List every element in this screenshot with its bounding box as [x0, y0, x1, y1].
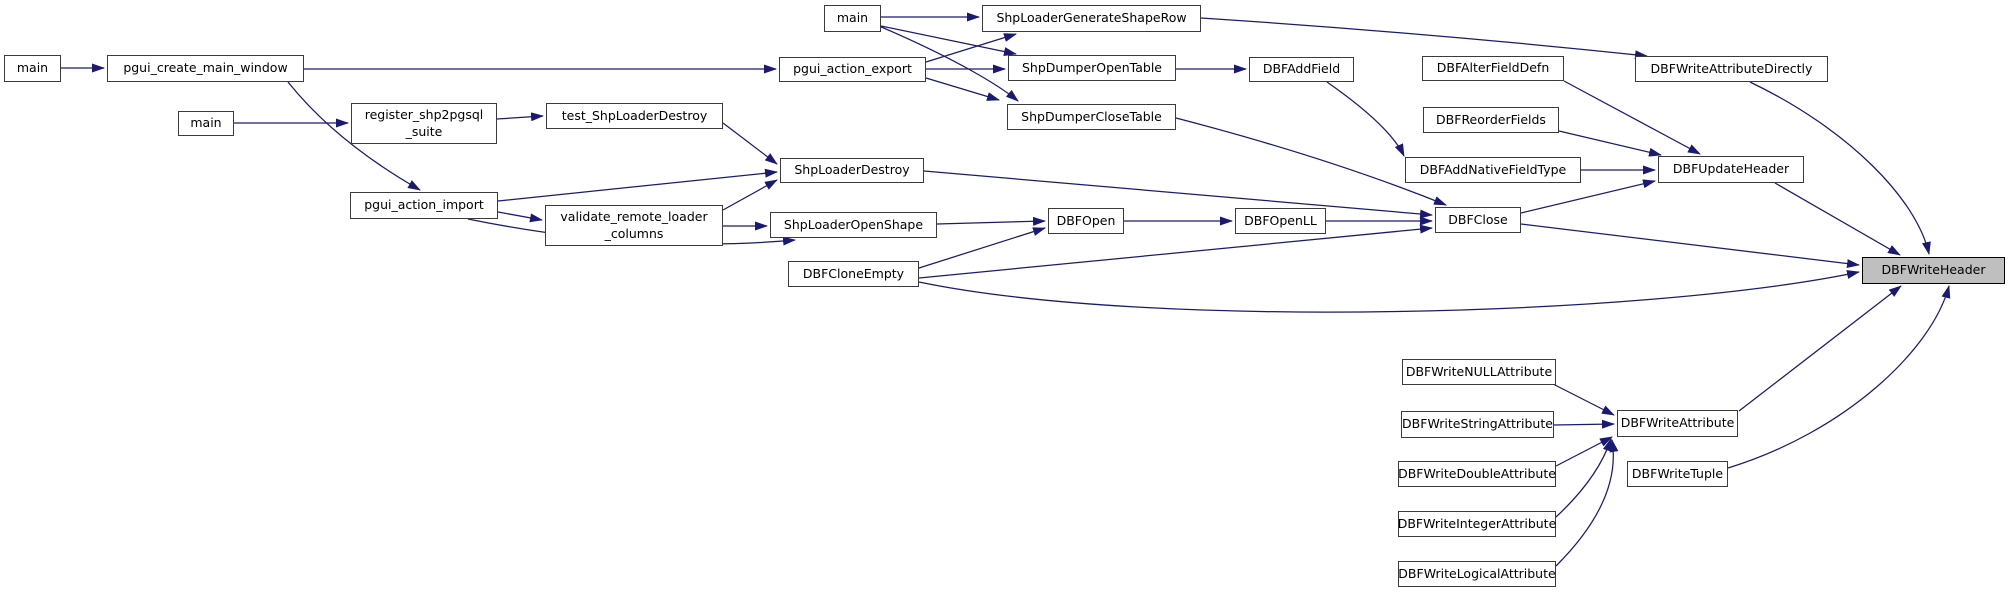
node-pgui-create-main-window[interactable]: pgui_create_main_window — [107, 55, 304, 82]
node-dbfwritedoubleattribute[interactable]: DBFWriteDoubleAttribute — [1398, 461, 1556, 487]
node-test-shploaderdestroy[interactable]: test_ShpLoaderDestroy — [546, 103, 723, 129]
edge-dbfcloneempty-to-dbfopen — [918, 227, 1046, 269]
edge-dbfcloneempty-to-dbfwriteheader — [918, 270, 1860, 313]
edge-dbfupdateheader-to-dbfwriteheader — [1774, 182, 1901, 256]
node-main-1[interactable]: main — [4, 55, 61, 82]
edge-dbfwriteattributedirectly-to-dbfwriteheader — [1749, 81, 1931, 255]
edge-pgui-action-import-to-validate-remote-loader-columns — [497, 211, 543, 223]
edge-dbfclose-to-dbfwriteheader — [1520, 223, 1860, 269]
node-dbfupdateheader[interactable]: DBFUpdateHeader — [1658, 156, 1804, 183]
edge-pgui-action-import-to-shploaderdestroy — [497, 168, 778, 202]
edge-validate-remote-loader-columns-to-shploaderdestroy — [722, 179, 778, 211]
node-dbfwritetuple[interactable]: DBFWriteTuple — [1627, 461, 1728, 487]
node-shploadergenerateshaperow[interactable]: ShpLoaderGenerateShapeRow — [982, 5, 1201, 32]
edge-group — [61, 12, 1951, 567]
node-shploaderdestroy[interactable]: ShpLoaderDestroy — [780, 158, 924, 183]
node-dbfopenll[interactable]: DBFOpenLL — [1235, 208, 1326, 234]
edge-dbfwriteintegerattribute-to-dbfwriteattribute — [1555, 438, 1612, 518]
edge-pgui-action-export-to-shpdumperclosetable — [925, 77, 1000, 101]
edge-dbfwritenullattribute-to-dbfwriteattribute — [1552, 383, 1615, 416]
edge-dbfwritestringattribute-to-dbfwriteattribute — [1553, 419, 1615, 429]
node-dbfaddfield[interactable]: DBFAddField — [1249, 57, 1354, 82]
edge-shploaderdestroy-to-dbfclose — [923, 170, 1433, 219]
node-dbfcloneempty[interactable]: DBFCloneEmpty — [788, 261, 919, 287]
edge-dbfalterfielddefn-to-dbfupdateheader — [1563, 80, 1701, 155]
edge-shploaderopenshape-to-dbfopen — [936, 216, 1046, 226]
edge-dbfclose-to-dbfupdateheader — [1520, 179, 1656, 214]
node-dbfwriteheader: DBFWriteHeader — [1862, 257, 2005, 284]
edge-dbfaddfield-to-dbfaddnativefieldtype — [1326, 81, 1405, 157]
edge-register-shp2pgsql-suite-to-test-shploaderdestroy — [496, 112, 544, 122]
node-dbfwriteintegerattribute[interactable]: DBFWriteIntegerAttribute — [1398, 511, 1556, 537]
node-dbfopen[interactable]: DBFOpen — [1048, 208, 1124, 234]
edge-dbfwritetuple-to-dbfwriteheader — [1727, 285, 1951, 469]
node-pgui-action-import[interactable]: pgui_action_import — [350, 192, 498, 219]
edge-dbfwritelogicalattribute-to-dbfwriteattribute — [1555, 439, 1619, 567]
node-dbfwritenullattribute[interactable]: DBFWriteNULLAttribute — [1402, 359, 1556, 385]
node-dbfalterfielddefn[interactable]: DBFAlterFieldDefn — [1422, 56, 1564, 81]
node-main-3[interactable]: main — [824, 5, 881, 32]
node-main-2[interactable]: main — [178, 111, 234, 136]
node-register-shp2pgsql-suite[interactable]: register_shp2pgsql _suite — [351, 103, 497, 144]
node-dbfwritelogicalattribute[interactable]: DBFWriteLogicalAttribute — [1398, 561, 1556, 587]
node-dbfaddnativefieldtype[interactable]: DBFAddNativeFieldType — [1405, 157, 1581, 183]
edge-dbfcloneempty-to-dbfclose — [918, 224, 1433, 279]
edge-dbfwritedoubleattribute-to-dbfwriteattribute — [1555, 436, 1613, 467]
edge-shpdumperclosetable-to-dbfclose — [1175, 117, 1447, 206]
node-dbfclose[interactable]: DBFClose — [1435, 207, 1521, 233]
edge-dbfwriteattribute-to-dbfwriteheader — [1738, 285, 1902, 412]
node-pgui-action-export[interactable]: pgui_action_export — [779, 57, 926, 82]
edge-test-shploaderdestroy-to-shploaderdestroy — [722, 122, 778, 165]
edge-shploadergenerateshaperow-to-dbfwriteattributedirectly — [1200, 17, 1648, 60]
node-dbfwriteattribute[interactable]: DBFWriteAttribute — [1617, 410, 1738, 437]
node-dbfreorderfields[interactable]: DBFReorderFields — [1423, 107, 1559, 133]
edge-main-3-to-shpdumperclosetable — [878, 25, 1019, 102]
edge-main-3-to-shpdumperopentable — [880, 25, 1017, 56]
node-shpdumperopentable[interactable]: ShpDumperOpenTable — [1008, 55, 1176, 81]
node-dbfwritestringattribute[interactable]: DBFWriteStringAttribute — [1401, 411, 1554, 438]
node-dbfwriteattributedirectly[interactable]: DBFWriteAttributeDirectly — [1635, 56, 1828, 82]
edge-pgui-create-main-window-to-pgui-action-import — [287, 81, 421, 191]
node-shpdumperclosetable[interactable]: ShpDumperCloseTable — [1007, 104, 1176, 130]
edge-dbfreorderfields-to-dbfupdateheader — [1558, 130, 1662, 157]
node-validate-remote-loader-columns[interactable]: validate_remote_loader _columns — [545, 205, 723, 246]
node-shploaderopenshape[interactable]: ShpLoaderOpenShape — [770, 212, 937, 238]
edge-pgui-action-export-to-shploadergenerateshaperow — [925, 33, 1017, 63]
